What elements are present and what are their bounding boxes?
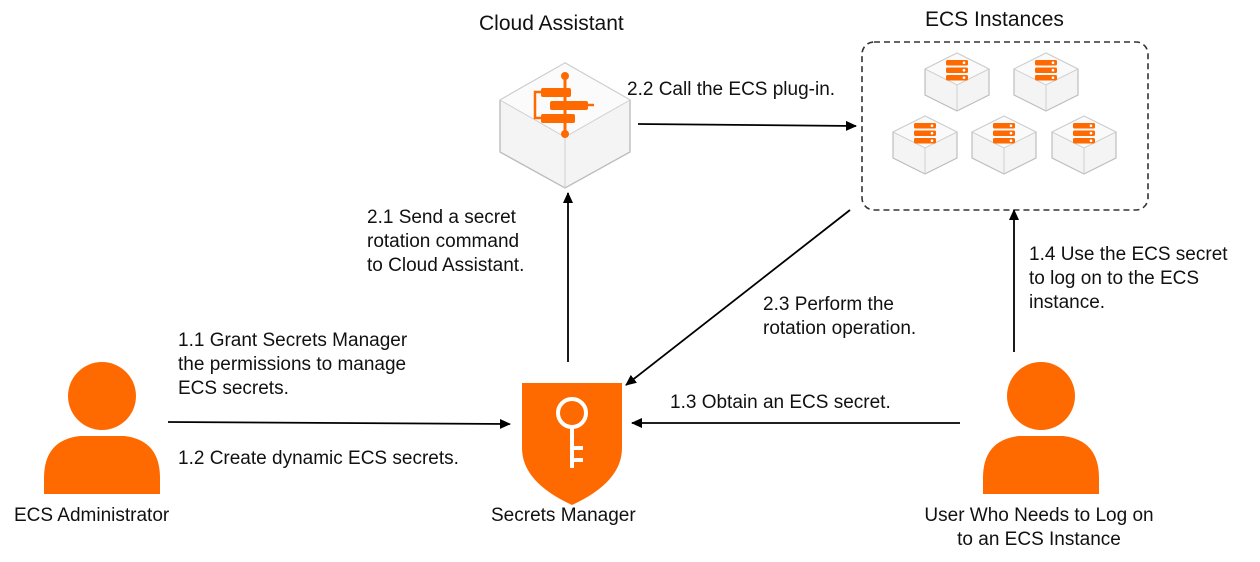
user-label-line-2: to an ECS Instance [957, 529, 1121, 550]
step-2-1-line-2: rotation command [367, 231, 520, 252]
user-label-line-1: User Who Needs to Log on [924, 505, 1154, 526]
step-2-2-label: 2.2 Call the ECS plug-in. [627, 79, 836, 100]
step-1-2-label: 1.2 Create dynamic ECS secrets. [178, 448, 459, 469]
user-label: User Who Needs to Log on to an ECS Insta… [898, 504, 1180, 552]
user-icon [983, 362, 1099, 494]
arrow-1-1 [167, 418, 511, 429]
step-1-1-line-2: the permissions to manage [178, 354, 407, 375]
step-1-1-line-3: ECS secrets. [178, 378, 289, 399]
step-1-1-label: 1.1 Grant Secrets Manager the permission… [178, 329, 407, 401]
cloud-assistant-icon[interactable] [498, 62, 632, 189]
step-1-3-label: 1.3 Obtain an ECS secret. [670, 392, 891, 413]
cloud-assistant-title: Cloud Assistant [479, 12, 624, 35]
step-2-1-label: 2.1 Send a secret rotation command to Cl… [367, 206, 524, 278]
step-2-1-line-3: to Cloud Assistant. [367, 255, 525, 276]
ecs-administrator-icon [44, 362, 160, 494]
ecs-instances-title: ECS Instances [925, 8, 1064, 31]
step-1-1-line-1: 1.1 Grant Secrets Manager [178, 330, 408, 351]
step-2-3-line-2: rotation operation. [763, 318, 917, 339]
step-1-4-label: 1.4 Use the ECS secret to log on to the … [1029, 243, 1228, 315]
ecs-instance-1[interactable] [924, 52, 990, 112]
ecs-administrator-label: ECS Administrator [14, 505, 170, 526]
step-2-3-line-1: 2.3 Perform the [763, 294, 894, 315]
secrets-manager-icon[interactable] [522, 383, 622, 505]
step-1-4-line-1: 1.4 Use the ECS secret [1029, 244, 1228, 265]
ecs-instance-2[interactable] [1013, 52, 1079, 112]
step-1-4-line-2: to log on to the ECS [1029, 268, 1200, 289]
ecs-instances-group [861, 41, 1149, 211]
step-2-1-line-1: 2.1 Send a secret [367, 207, 516, 228]
ecs-instance-5[interactable] [1051, 115, 1117, 175]
step-1-4-line-3: instance. [1029, 292, 1106, 313]
arrow-2-2 [637, 120, 857, 131]
step-2-3-label: 2.3 Perform the rotation operation. [763, 293, 916, 341]
arrow-2-3 [625, 209, 851, 386]
ecs-instance-4[interactable] [971, 115, 1037, 175]
secrets-manager-label: Secrets Manager [491, 505, 636, 526]
ecs-instance-3[interactable] [892, 115, 958, 175]
